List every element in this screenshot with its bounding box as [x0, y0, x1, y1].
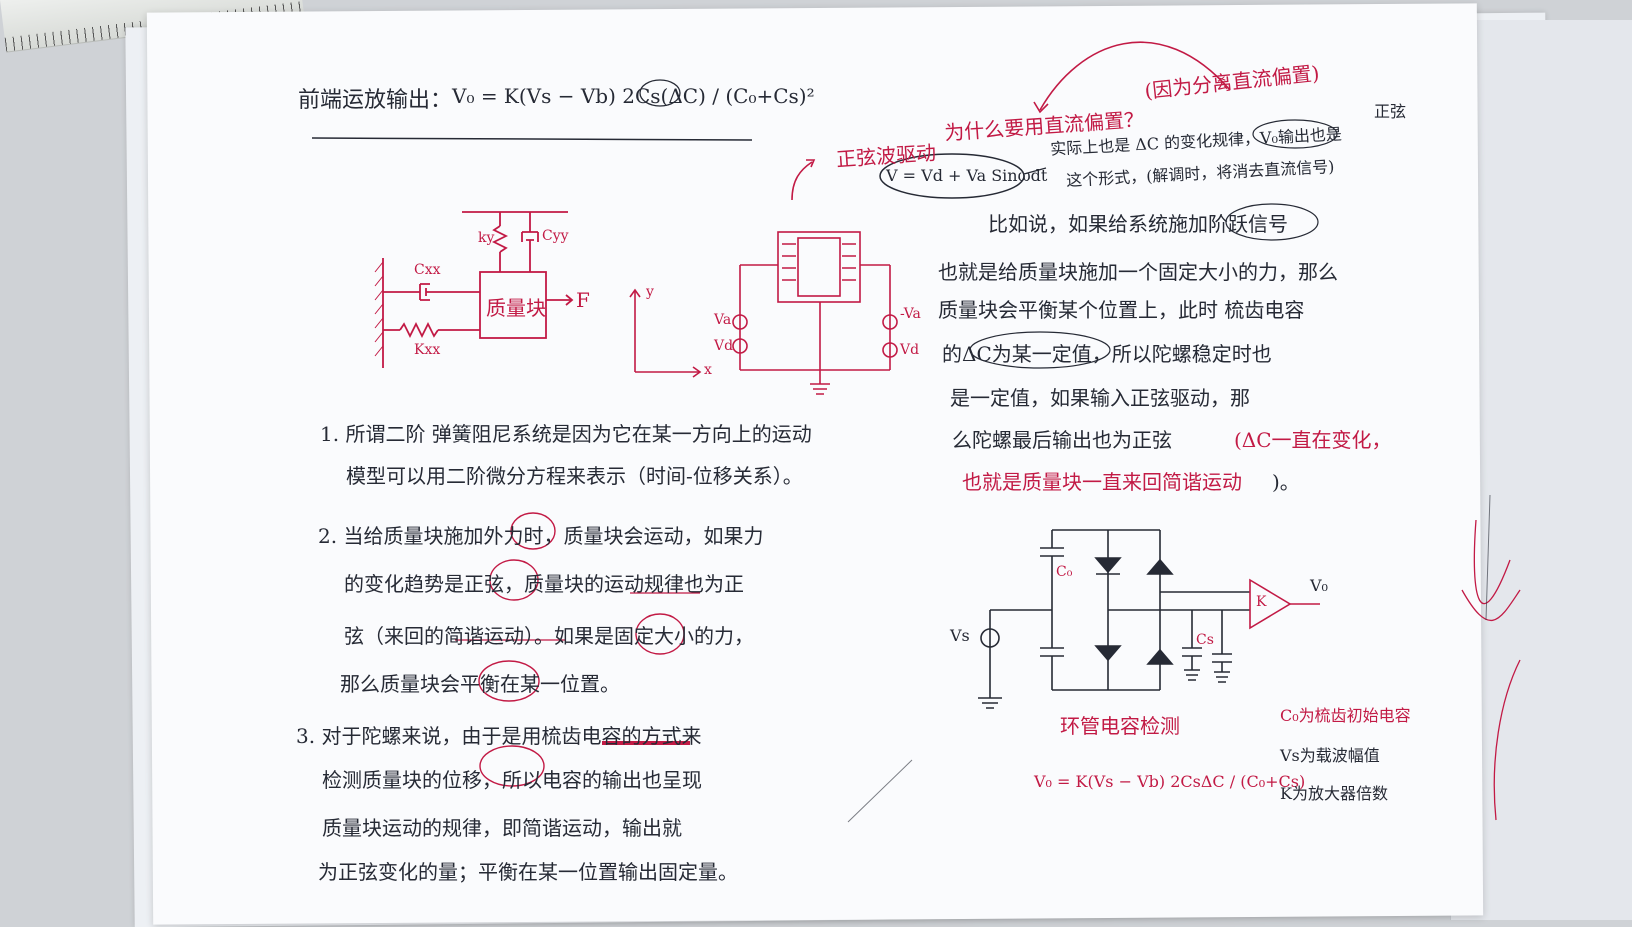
header-formula: V₀ = K(Vs − Vb) 2Cs(ΔC) / (C₀+Cs)² [452, 84, 815, 108]
note2-line1: 2. 当给质量块施加外力时，质量块会运动，如果力 [318, 524, 764, 548]
label-kxx: Kxx [414, 342, 441, 358]
circuit-formula: V₀ = K(Vs − Vb) 2CsΔC / (C₀+Cs) [1034, 772, 1306, 791]
note1-line1: 1. 所谓二阶 弹簧阻尼系统是因为它在某一方向上的运动 [320, 422, 812, 446]
ring-diode-circuit [978, 529, 1250, 709]
damper-cyy [521, 231, 539, 242]
legend-vs: Vs为载波幅值 [1280, 746, 1380, 765]
source-va-left [732, 314, 748, 330]
xy-axes [629, 288, 702, 378]
diode [1146, 648, 1174, 665]
legend-c0: C₀为梳齿初始电容 [1280, 706, 1411, 725]
capacitor-cs [1182, 647, 1202, 657]
diode [1094, 557, 1122, 574]
label-va-left: Va [714, 312, 732, 328]
mass-block [479, 271, 547, 339]
spring-kxx [399, 321, 439, 339]
label-cyy: Cyy [542, 228, 569, 244]
note1-line2: 模型可以用二阶微分方程来表示（时间-位移关系）。 [346, 464, 803, 488]
gyro-comb-diagram [732, 159, 898, 395]
link-arrow [791, 161, 813, 201]
label-ky: ky [478, 230, 495, 246]
note3-line2: 检测质量块的位移，所以电容的输出也呈现 [322, 768, 702, 792]
ground-symbol [978, 697, 1002, 709]
para-line-7-tail: )。 [1272, 470, 1300, 494]
ground-symbol [810, 383, 830, 395]
wall-hatch [374, 261, 384, 357]
header-title: 前端运放输出： [298, 88, 453, 113]
source-vd-left [732, 338, 748, 354]
para-line-3: 质量块会平衡某个位置上，此时 梳齿电容 [938, 298, 1305, 322]
legend-k: K为放大器倍数 [1280, 784, 1388, 803]
para-line-5: 是一定值，如果输入正弦驱动，那 [950, 386, 1250, 410]
source-vd-right [882, 342, 898, 358]
spring-ky [491, 225, 509, 253]
damper-cxx [419, 283, 430, 301]
diode [1094, 645, 1122, 662]
spring-mass-diagram [374, 211, 574, 368]
circuit-caption: 环管电容检测 [1060, 714, 1180, 738]
capacitor-c0-top [1040, 547, 1064, 557]
para-line-6b: (ΔC一直在变化， [1234, 428, 1392, 452]
note2-line2: 的变化趋势是正弦，质量块的运动规律也为正 [344, 572, 744, 596]
para-line-4: 的ΔC为某一定值，所以陀螺稳定时也 [942, 342, 1272, 366]
mass-label: 质量块 [486, 296, 546, 320]
label-vd-right: Vd [900, 342, 920, 358]
header-underline [311, 137, 753, 141]
note3-line3: 质量块运动的规律，即简谐运动，输出就 [322, 816, 682, 840]
label-c0: C₀ [1056, 564, 1073, 580]
note2-line3: 弦（来回的简谐运动）。如果是固定大小的力， [344, 624, 754, 648]
note2-line4: 那么质量块会平衡在某一位置。 [340, 672, 620, 696]
para-line-1: 比如说，如果给系统施加阶跃信号 [988, 212, 1288, 236]
note3-line4: 为正弦变化的量；平衡在某一位置输出固定量。 [318, 860, 738, 884]
diode [1146, 558, 1174, 575]
axis-y-label: y [646, 284, 654, 300]
label-k: K [1256, 594, 1267, 610]
label-vd-left: Vd [714, 338, 734, 354]
para-line-7: 也就是质量块一直来回简谐运动 [962, 470, 1242, 494]
explain-line-1-tail: 正弦 [1374, 102, 1407, 121]
note3-line1: 3. 对于陀螺来说，由于是用梳齿电容的方式来 [296, 724, 702, 748]
force-label: F [576, 288, 590, 312]
amplifier-k [1249, 578, 1320, 630]
para-line-2: 也就是给质量块施加一个固定大小的力，那么 [938, 260, 1338, 284]
label-vs: Vs [950, 626, 970, 645]
label-cxx: Cxx [414, 262, 441, 278]
source-va-right [882, 314, 898, 330]
drive-equation: V = Vd + Va Sinωdt [886, 166, 1048, 185]
para-line-6a: 么陀螺最后输出也为正弦 [952, 428, 1172, 452]
label-cs: Cs [1196, 632, 1214, 648]
label-va-right: -Va [900, 306, 921, 322]
axis-x-label: x [704, 362, 712, 378]
deltaC-circle [639, 79, 681, 107]
capacitor-c0-bottom [1040, 647, 1064, 657]
source-vs [980, 628, 1000, 648]
equation-ellipse [879, 153, 1025, 199]
label-vo: V₀ [1310, 576, 1328, 595]
question-arrow [1039, 41, 1231, 111]
